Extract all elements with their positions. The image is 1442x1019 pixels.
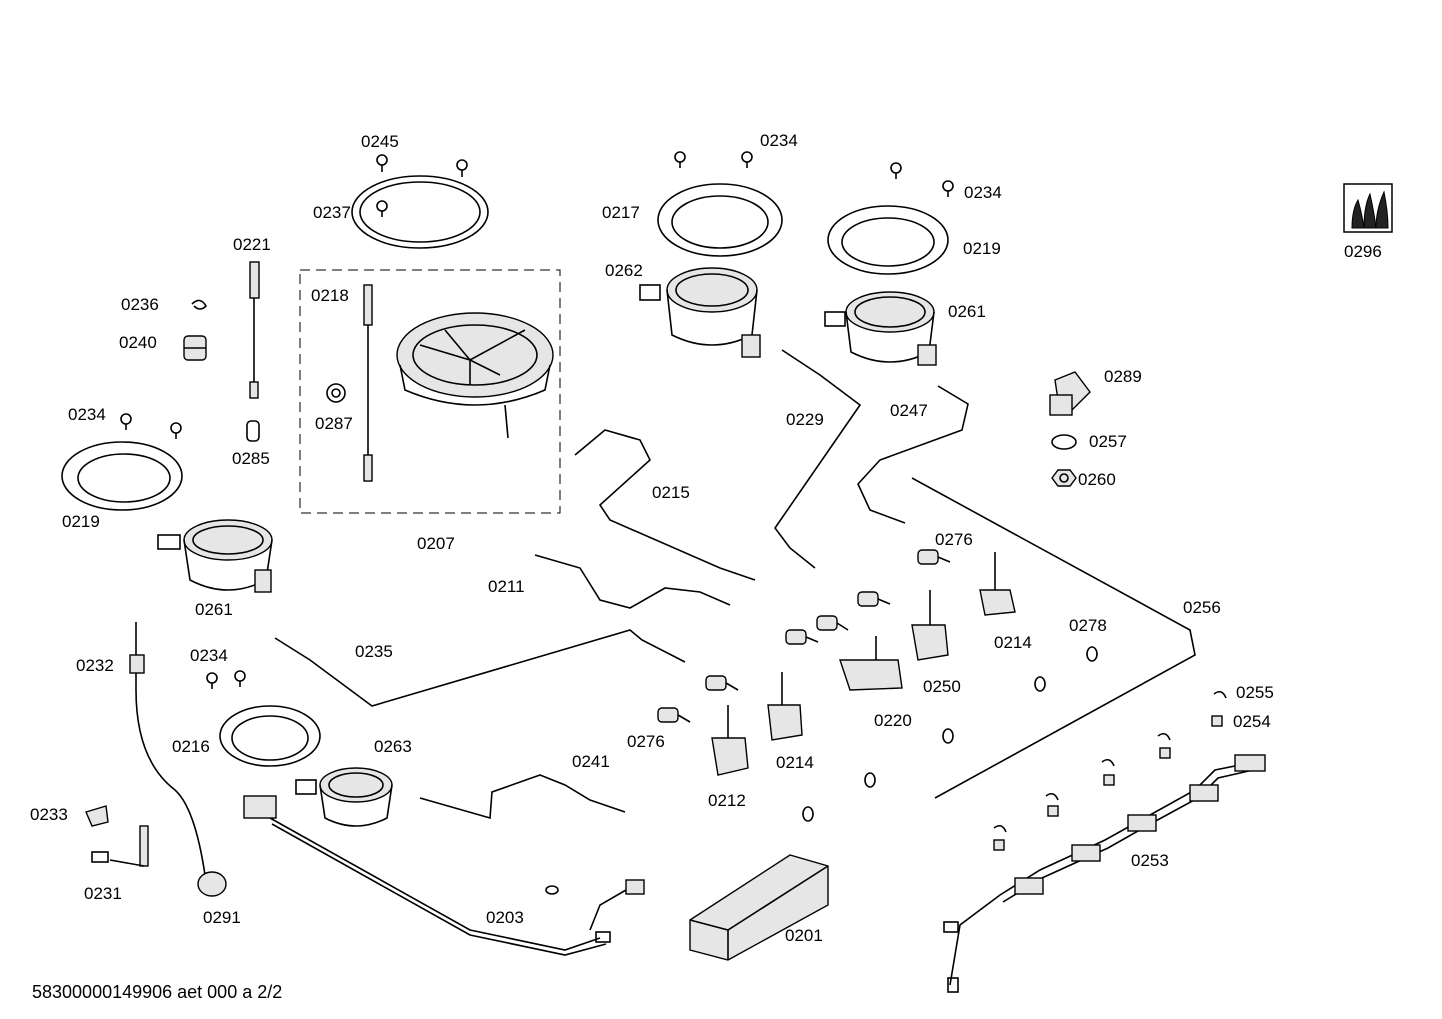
label-0229: 0229 — [786, 410, 824, 429]
label-0291: 0291 — [203, 908, 241, 927]
ignition-harness-0253 — [943, 754, 1266, 993]
label-0233: 0233 — [30, 805, 68, 824]
elbow-0289 — [1049, 371, 1091, 416]
gasket-0237 — [351, 154, 489, 249]
label-0216: 0216 — [172, 737, 210, 756]
clips-0255 — [993, 690, 1227, 833]
nut-0240 — [183, 335, 207, 361]
gas-tap-0220 — [839, 636, 903, 691]
label-0203: 0203 — [486, 908, 524, 927]
label-0289: 0289 — [1104, 367, 1142, 386]
gas-tap-0214-left — [767, 672, 803, 741]
clip-0233 — [85, 805, 109, 827]
label-0241: 0241 — [572, 752, 610, 771]
label-0261-right: 0261 — [948, 302, 986, 321]
burner-housing-0261-left — [157, 519, 273, 593]
valve-screws-0276 — [657, 549, 951, 723]
gas-pipe-0215 — [574, 429, 756, 581]
label-0250: 0250 — [923, 677, 961, 696]
thermocouple-0232 — [129, 622, 227, 897]
label-0263: 0263 — [374, 737, 412, 756]
label-0255: 0255 — [1236, 683, 1274, 702]
label-0201: 0201 — [785, 926, 823, 945]
gas-tap-0250 — [911, 590, 949, 661]
label-0262: 0262 — [605, 261, 643, 280]
gas-pipe-0229 — [774, 349, 862, 569]
electrode-0221 — [249, 261, 260, 399]
flame-symbol-0296 — [1343, 183, 1393, 233]
burner-housing-0262 — [639, 267, 761, 358]
label-0287: 0287 — [315, 414, 353, 433]
label-0219-left: 0219 — [62, 512, 100, 531]
label-0276-bottom: 0276 — [627, 732, 665, 751]
gas-pipe-0235 — [274, 629, 686, 707]
nuts-0254 — [993, 715, 1223, 851]
label-0232: 0232 — [76, 656, 114, 675]
label-0214-left: 0214 — [776, 753, 814, 772]
label-0212: 0212 — [708, 791, 746, 810]
label-0215: 0215 — [652, 483, 690, 502]
gas-pipe-0247 — [857, 385, 969, 524]
thermocouple-0231 — [91, 825, 149, 867]
label-0278: 0278 — [1069, 616, 1107, 635]
label-0207: 0207 — [417, 534, 455, 553]
burner-housing-0263 — [295, 767, 393, 827]
label-0260: 0260 — [1078, 470, 1116, 489]
washer-0257 — [1051, 434, 1077, 450]
wok-burner-assembly-0207 — [299, 269, 561, 514]
gasket-0219-right — [827, 162, 954, 275]
sleeve-0285 — [246, 420, 260, 442]
label-0234-right: 0234 — [964, 183, 1002, 202]
gas-tap-0212 — [711, 705, 749, 776]
nut-0260 — [1051, 469, 1077, 487]
label-0220: 0220 — [874, 711, 912, 730]
label-0240: 0240 — [119, 333, 157, 352]
clip-0236 — [191, 299, 208, 310]
label-0234-top: 0234 — [760, 131, 798, 150]
gas-pipe-0211 — [534, 554, 731, 609]
gas-pipe-0241 — [419, 774, 626, 820]
label-0236: 0236 — [121, 295, 159, 314]
label-0235: 0235 — [355, 642, 393, 661]
gas-pipe-0256 — [911, 477, 1196, 799]
label-0237: 0237 — [313, 203, 351, 222]
label-0219-right: 0219 — [963, 239, 1001, 258]
label-0214-right: 0214 — [994, 633, 1032, 652]
wiring-harness-0203 — [243, 795, 645, 956]
label-0257: 0257 — [1089, 432, 1127, 451]
gasket-0219-left — [61, 413, 183, 511]
label-0245: 0245 — [361, 132, 399, 151]
label-0253: 0253 — [1131, 851, 1169, 870]
ignition-module-0201 — [689, 854, 829, 961]
label-0261-left: 0261 — [195, 600, 233, 619]
label-0276-top: 0276 — [935, 530, 973, 549]
label-0234-left: 0234 — [68, 405, 106, 424]
label-0211: 0211 — [488, 577, 525, 596]
label-0296: 0296 — [1344, 242, 1382, 261]
label-0256: 0256 — [1183, 598, 1221, 617]
seals-0278 — [802, 646, 1098, 822]
label-0254: 0254 — [1233, 712, 1271, 731]
label-0231: 0231 — [84, 884, 122, 903]
gas-tap-0214-right — [979, 552, 1016, 616]
label-0218: 0218 — [311, 286, 349, 305]
drawing-reference-footer: 58300000149906 aet 000 a 2/2 — [32, 982, 283, 1002]
gasket-0217 — [657, 151, 783, 257]
label-0234-bottom: 0234 — [190, 646, 228, 665]
label-0221: 0221 — [233, 235, 271, 254]
burner-housing-0261-right — [824, 291, 937, 366]
gasket-0216 — [206, 670, 321, 767]
label-0217: 0217 — [602, 203, 640, 222]
label-0285: 0285 — [232, 449, 270, 468]
label-0247: 0247 — [890, 401, 928, 420]
